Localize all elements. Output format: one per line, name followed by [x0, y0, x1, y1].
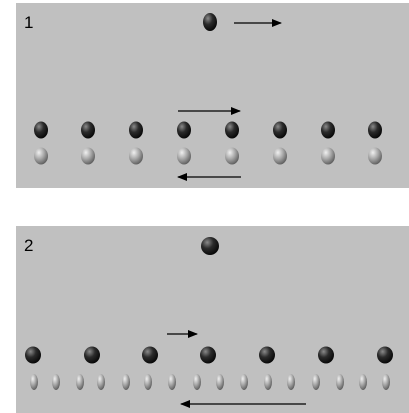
panel-1-bottom-row-ball — [321, 147, 335, 165]
panel-2-top-row-ball — [200, 346, 216, 364]
panel-1-top-row-ball — [368, 121, 382, 139]
panel-1-bottom-row-ball — [177, 147, 191, 165]
panel-1-top-row-ball — [225, 121, 239, 139]
panel-2-bottom-row-ball — [76, 374, 84, 390]
panel-2-bottom-row-ball — [144, 374, 152, 390]
panel-2-top-row-ball — [84, 346, 100, 364]
panel-2-top-ball — [201, 237, 219, 255]
panel-1-bottom-row-ball — [34, 147, 48, 165]
panel-2-bottom-row-ball — [168, 374, 176, 390]
panel-1-label: 1 — [24, 13, 34, 32]
panel-2-bottom-row-ball — [30, 374, 38, 390]
panel-1-top-row-ball — [177, 121, 191, 139]
panel-2-bottom-row-ball — [359, 374, 367, 390]
panel-1-top-row-ball — [273, 121, 287, 139]
panel-2-bottom-row-ball — [97, 374, 105, 390]
panel-1-bottom-row-ball — [273, 147, 287, 165]
panel-2-top-row-ball — [142, 346, 158, 364]
panel-2-bottom-row-ball — [287, 374, 295, 390]
panel-1-top-row-ball — [81, 121, 95, 139]
panel-2-bottom-row-ball — [240, 374, 248, 390]
panel-1-bottom-row-ball — [129, 147, 143, 165]
panel-2-top-row-ball — [259, 346, 275, 364]
panel-2-bottom-row-ball — [52, 374, 60, 390]
panel-1-bottom-row-ball — [225, 147, 239, 165]
panel-2-bottom-row-ball — [122, 374, 130, 390]
panel-2-bottom-row-ball — [264, 374, 272, 390]
panel-2-bottom-row-ball — [336, 374, 344, 390]
panel-2-bottom-row-ball — [382, 374, 390, 390]
panel-2-label: 2 — [24, 236, 34, 255]
panel-2-top-row-ball — [25, 346, 41, 364]
panel-1-top-row-ball — [321, 121, 335, 139]
panel-1-bottom-row-ball — [81, 147, 95, 165]
panel-1-top-row-ball — [129, 121, 143, 139]
panel-1-top-ball — [203, 13, 217, 31]
panel-2-top-row-ball — [318, 346, 334, 364]
panel-1-bottom-row-ball — [368, 147, 382, 165]
panel-2-bottom-row-ball — [312, 374, 320, 390]
panel-1-top-row-ball — [34, 121, 48, 139]
panel-2-bottom-row-ball — [193, 374, 201, 390]
panel-2-bottom-row-ball — [216, 374, 224, 390]
panel-2-top-row-ball — [377, 346, 393, 364]
